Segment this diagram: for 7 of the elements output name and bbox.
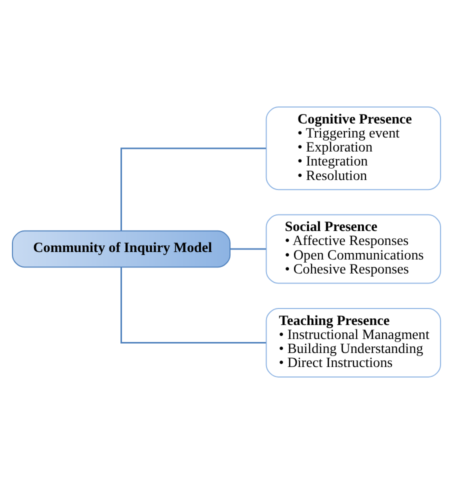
connector	[120, 267, 266, 343]
node-box: Teaching Presence • Instructional Managment • Building Understanding • Direct Instructions	[266, 307, 442, 377]
connector	[120, 147, 266, 230]
node-box: Community of Inquiry Model	[12, 230, 231, 268]
node-box: Cognitive Presence • Triggering event • Exploration • Integration • Resolution	[266, 106, 442, 190]
connector	[230, 248, 266, 250]
node-box: Social Presence • Affective Responses • Open Communications • Cohesive Responses	[266, 214, 442, 284]
